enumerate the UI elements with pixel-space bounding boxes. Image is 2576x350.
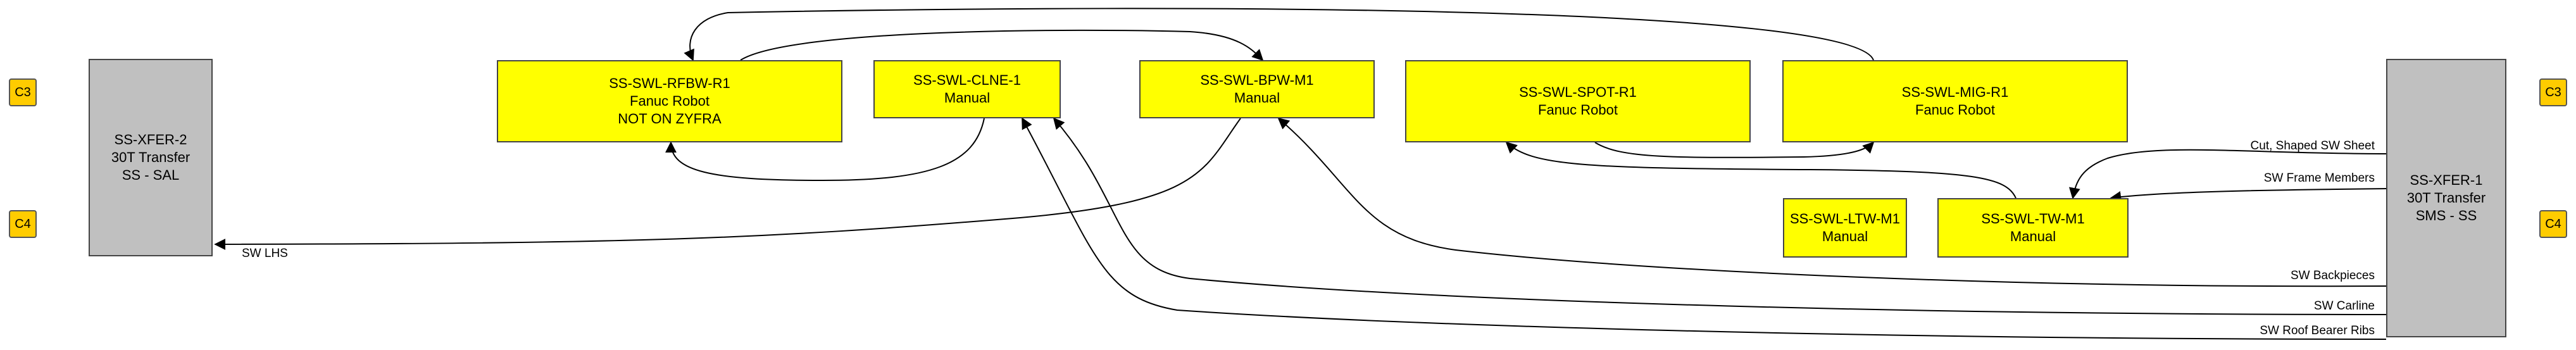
edge-bpw-to-xfer2: [214, 118, 1241, 250]
edge-label-backpieces: SW Backpieces: [2290, 269, 2375, 282]
node-line-1: SS-SWL-CLNE-1: [913, 72, 1021, 88]
node-line-1: SS-XFER-1: [2410, 172, 2483, 188]
edge-spot-to-mig: [1594, 141, 1875, 158]
station-ss-swl-mig-r1[interactable]: SS-SWL-MIG-R1 Fanuc Robot: [1782, 60, 2128, 142]
grid-marker-right-c4: C4: [2539, 210, 2567, 238]
node-line-2: Manual: [944, 90, 991, 106]
node-line-2: Fanuc Robot: [1915, 102, 1995, 118]
node-line-2: Fanuc Robot: [630, 93, 710, 109]
node-line-3: SMS - SS: [2415, 208, 2477, 223]
node-line-1: SS-SWL-SPOT-R1: [1519, 84, 1637, 100]
edge-label-roof-bearer-ribs: SW Roof Bearer Ribs: [2260, 324, 2375, 337]
station-ss-swl-rfbw-r1[interactable]: SS-SWL-RFBW-R1 Fanuc Robot NOT ON ZYFRA: [497, 60, 842, 142]
node-line-2: Manual: [1234, 90, 1280, 106]
node-line-1: SS-SWL-TW-M1: [1981, 211, 2085, 227]
node-line-2: Manual: [1822, 228, 1868, 244]
node-line-2: 30T Transfer: [111, 149, 191, 165]
node-line-3: NOT ON ZYFRA: [618, 111, 722, 127]
station-ss-swl-tw-m1[interactable]: SS-SWL-TW-M1 Manual: [1937, 198, 2129, 258]
node-line-2: Manual: [2010, 228, 2056, 244]
edge-xfer1-to-clne-roof: [1022, 117, 2387, 340]
edge-xfer1-to-tw-cut: [2068, 149, 2387, 199]
grid-marker-left-c3: C3: [9, 78, 37, 106]
grid-marker-right-c3: C3: [2539, 78, 2567, 106]
node-line-1: SS-SWL-MIG-R1: [1901, 84, 2009, 100]
node-line-1: SS-SWL-BPW-M1: [1200, 72, 1314, 88]
edge-clne-to-rfbw: [665, 118, 985, 182]
edge-mig-to-rfbw: [684, 8, 1874, 61]
edge-xfer1-to-clne-carline: [1053, 117, 2387, 315]
station-ss-swl-ltw-m1[interactable]: SS-SWL-LTW-M1 Manual: [1783, 198, 1907, 258]
edge-label-carline: SW Carline: [2313, 299, 2375, 313]
edge-tw-to-spot: [1505, 141, 2016, 199]
edge-label-frame-members: SW Frame Members: [2263, 172, 2375, 185]
node-line-1: SS-XFER-2: [114, 132, 187, 147]
station-ss-swl-spot-r1[interactable]: SS-SWL-SPOT-R1 Fanuc Robot: [1405, 60, 1751, 142]
edge-label-sw-lhs: SW LHS: [242, 247, 288, 260]
grid-marker-left-c4: C4: [9, 210, 37, 238]
edge-rfbw-to-bpw: [740, 29, 1264, 61]
node-line-2: Fanuc Robot: [1538, 102, 1618, 118]
node-line-3: SS - SAL: [122, 167, 180, 183]
node-line-2: 30T Transfer: [2406, 190, 2486, 206]
node-line-1: SS-SWL-RFBW-R1: [609, 75, 730, 91]
station-ss-swl-clne-1[interactable]: SS-SWL-CLNE-1 Manual: [873, 60, 1061, 118]
transfer-ss-xfer-1[interactable]: SS-XFER-1 30T Transfer SMS - SS: [2386, 59, 2506, 337]
edge-label-cut-shaped-sheet: Cut, Shaped SW Sheet: [2250, 139, 2375, 153]
node-line-1: SS-SWL-LTW-M1: [1790, 211, 1900, 227]
edge-xfer1-to-bpw: [1277, 117, 2387, 287]
station-ss-swl-bpw-m1[interactable]: SS-SWL-BPW-M1 Manual: [1139, 60, 1375, 118]
edge-xfer1-to-tw-frame: [2110, 188, 2387, 203]
transfer-ss-xfer-2[interactable]: SS-XFER-2 30T Transfer SS - SAL: [89, 59, 213, 256]
